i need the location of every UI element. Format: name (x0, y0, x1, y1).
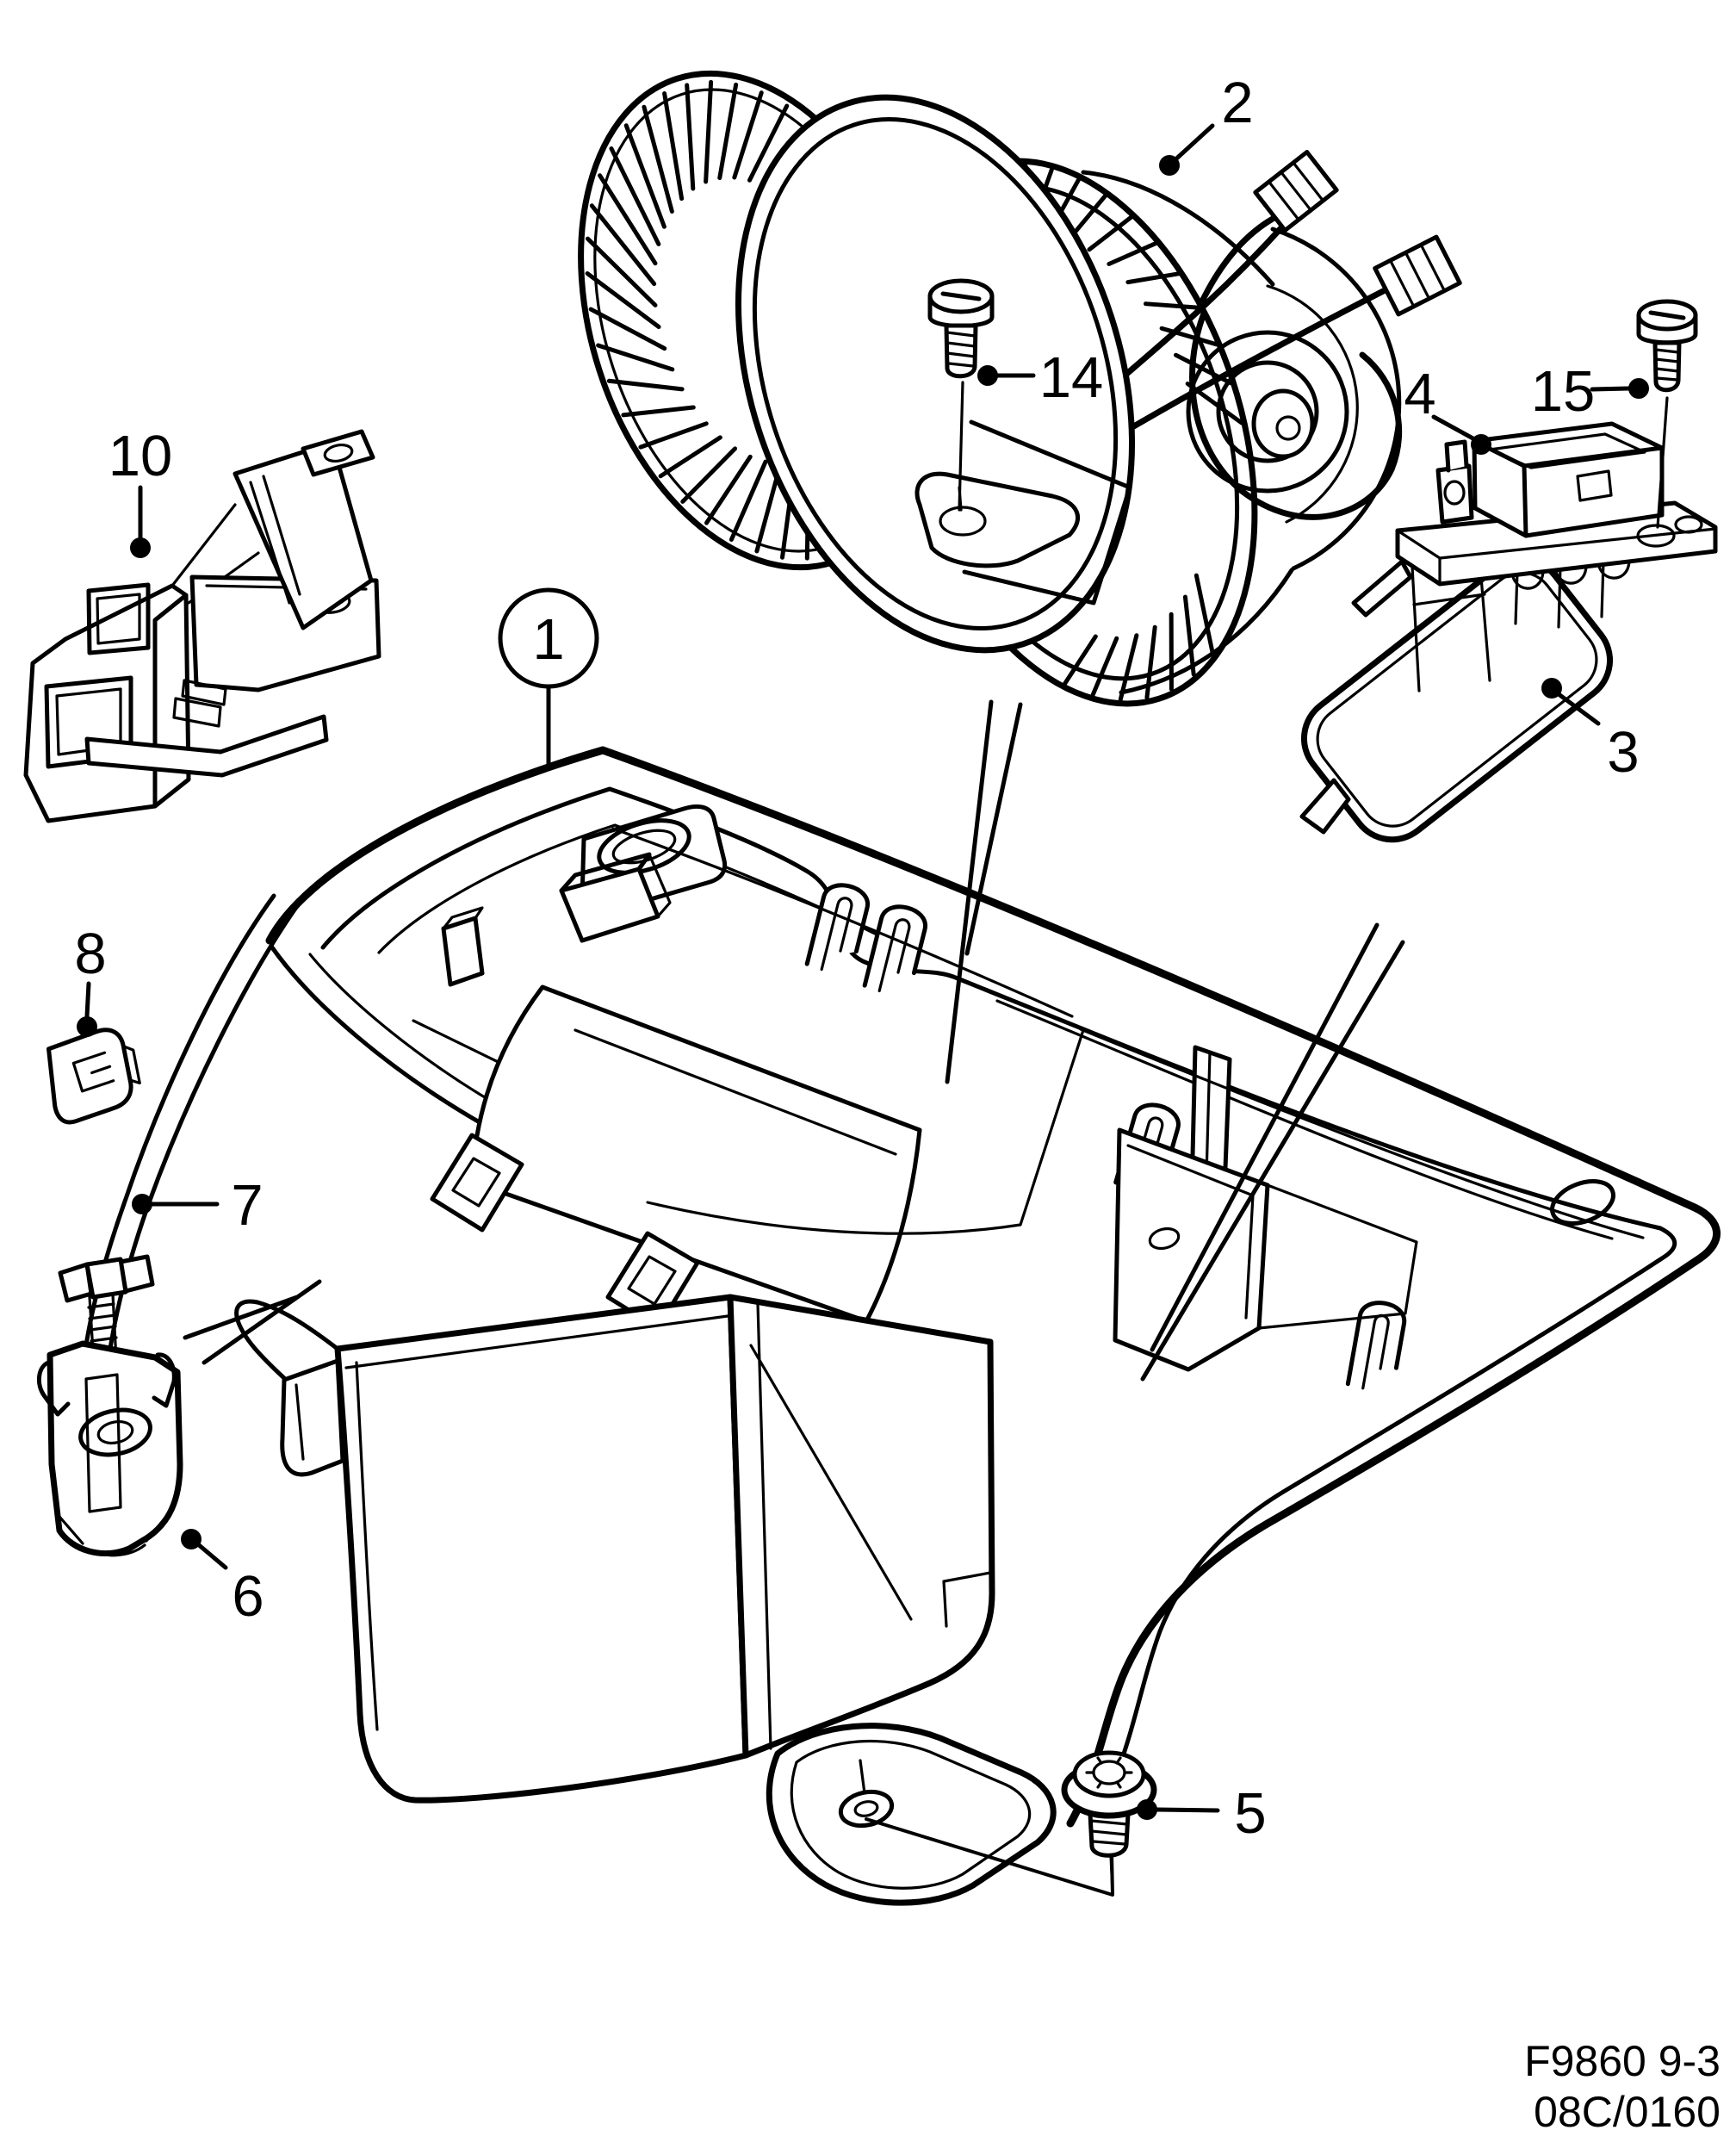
callout-circle (498, 587, 599, 689)
part-connector (36, 1254, 183, 1557)
resistor-board (1395, 500, 1718, 587)
callout-label: 14 (1039, 345, 1104, 410)
housing-duct-front (334, 1294, 749, 1804)
callout-label: 10 (108, 424, 173, 488)
housing-corner-block (441, 916, 485, 987)
housing-duct-ear (280, 1358, 345, 1477)
wire-plug (1373, 234, 1462, 317)
callout-label: 1 (532, 607, 564, 672)
callout-4: 4 (1404, 362, 1491, 455)
housing-boss-cube (559, 866, 660, 943)
housing-clip (862, 904, 927, 993)
figure-reference: F9860 9-3 08C/0160 (1524, 2037, 1720, 2130)
bracket-window (86, 582, 151, 655)
callout-5: 5 (1137, 1781, 1267, 1846)
leader-dot (77, 1016, 97, 1037)
housing-pointer-lines (183, 1279, 322, 1365)
flap-clip (430, 1133, 524, 1233)
motor-foot-pad (914, 471, 1080, 568)
resistor-connector-box (1472, 421, 1665, 538)
board-screw-hole (1636, 524, 1676, 548)
part-wire (83, 893, 300, 1357)
screw-15 (1636, 299, 1698, 529)
leader-dot (1628, 378, 1649, 399)
callout-6: 6 (181, 1529, 264, 1629)
leader-dot (1471, 434, 1491, 455)
callout-label: 3 (1607, 720, 1639, 785)
blower-pointer-lines (945, 699, 1023, 1084)
leader-dot (1137, 1799, 1157, 1820)
wire-plug (1253, 150, 1339, 233)
callout-7: 7 (132, 1173, 264, 1238)
housing-clip (804, 883, 870, 972)
callout-1: 1 (498, 587, 599, 772)
housing-damper-flap (469, 984, 922, 1324)
bracket-arm (84, 714, 329, 778)
callout-8: 8 (74, 922, 107, 1037)
part-blower-motor (578, 70, 1462, 1084)
leader-dot (130, 537, 151, 558)
callout-label: 6 (232, 1564, 264, 1629)
resistor-foot-tab (1299, 778, 1351, 835)
callout-14: 14 (977, 345, 1103, 410)
callout-label: 8 (74, 922, 106, 986)
leader-dot (1159, 155, 1180, 176)
bracket-block (23, 583, 191, 823)
callout-10: 10 (108, 424, 173, 558)
part-housing (183, 746, 1720, 1906)
callout-label: 15 (1531, 359, 1596, 424)
callout-label: 5 (1234, 1781, 1266, 1846)
resistor-side-tab (1435, 463, 1474, 525)
resistor-pin (1351, 559, 1413, 618)
callout-layer: 1 2 3 4 5 6 7 8 10 14 15 (74, 71, 1649, 1846)
part-clip (46, 1028, 141, 1125)
part-bracket (23, 429, 381, 823)
housing-rim-outer (265, 746, 1720, 1828)
figure-code: F9860 9-3 (1524, 2037, 1720, 2085)
foot-screw-hole (838, 1789, 895, 1829)
bracket-tower-cap (301, 429, 375, 477)
leader-dot (132, 1194, 152, 1214)
housing-inner-wall (1113, 1127, 1270, 1372)
figure-code-2: 08C/0160 (1534, 2088, 1720, 2130)
leader-dot (977, 365, 998, 386)
leader-dot (181, 1529, 202, 1549)
part-resistor-unit (1140, 299, 1718, 1382)
leader-dot (1541, 678, 1562, 699)
housing-duct-side (727, 1294, 995, 1759)
callout-2: 2 (1159, 71, 1254, 176)
housing-oval-hole (1550, 1179, 1615, 1226)
callout-3: 3 (1541, 678, 1640, 785)
screw-14 (927, 278, 995, 512)
resistor-pointer-lines (1140, 922, 1405, 1382)
callout-label: 2 (1221, 71, 1253, 135)
callout-label: 7 (231, 1173, 263, 1238)
housing-foot (766, 1723, 1057, 1906)
motor-bracket (962, 419, 1132, 605)
callout-15: 15 (1531, 359, 1649, 424)
screw-5 (1061, 1750, 1157, 1895)
fan-center-band (735, 94, 1135, 654)
callout-label: 4 (1404, 362, 1435, 426)
